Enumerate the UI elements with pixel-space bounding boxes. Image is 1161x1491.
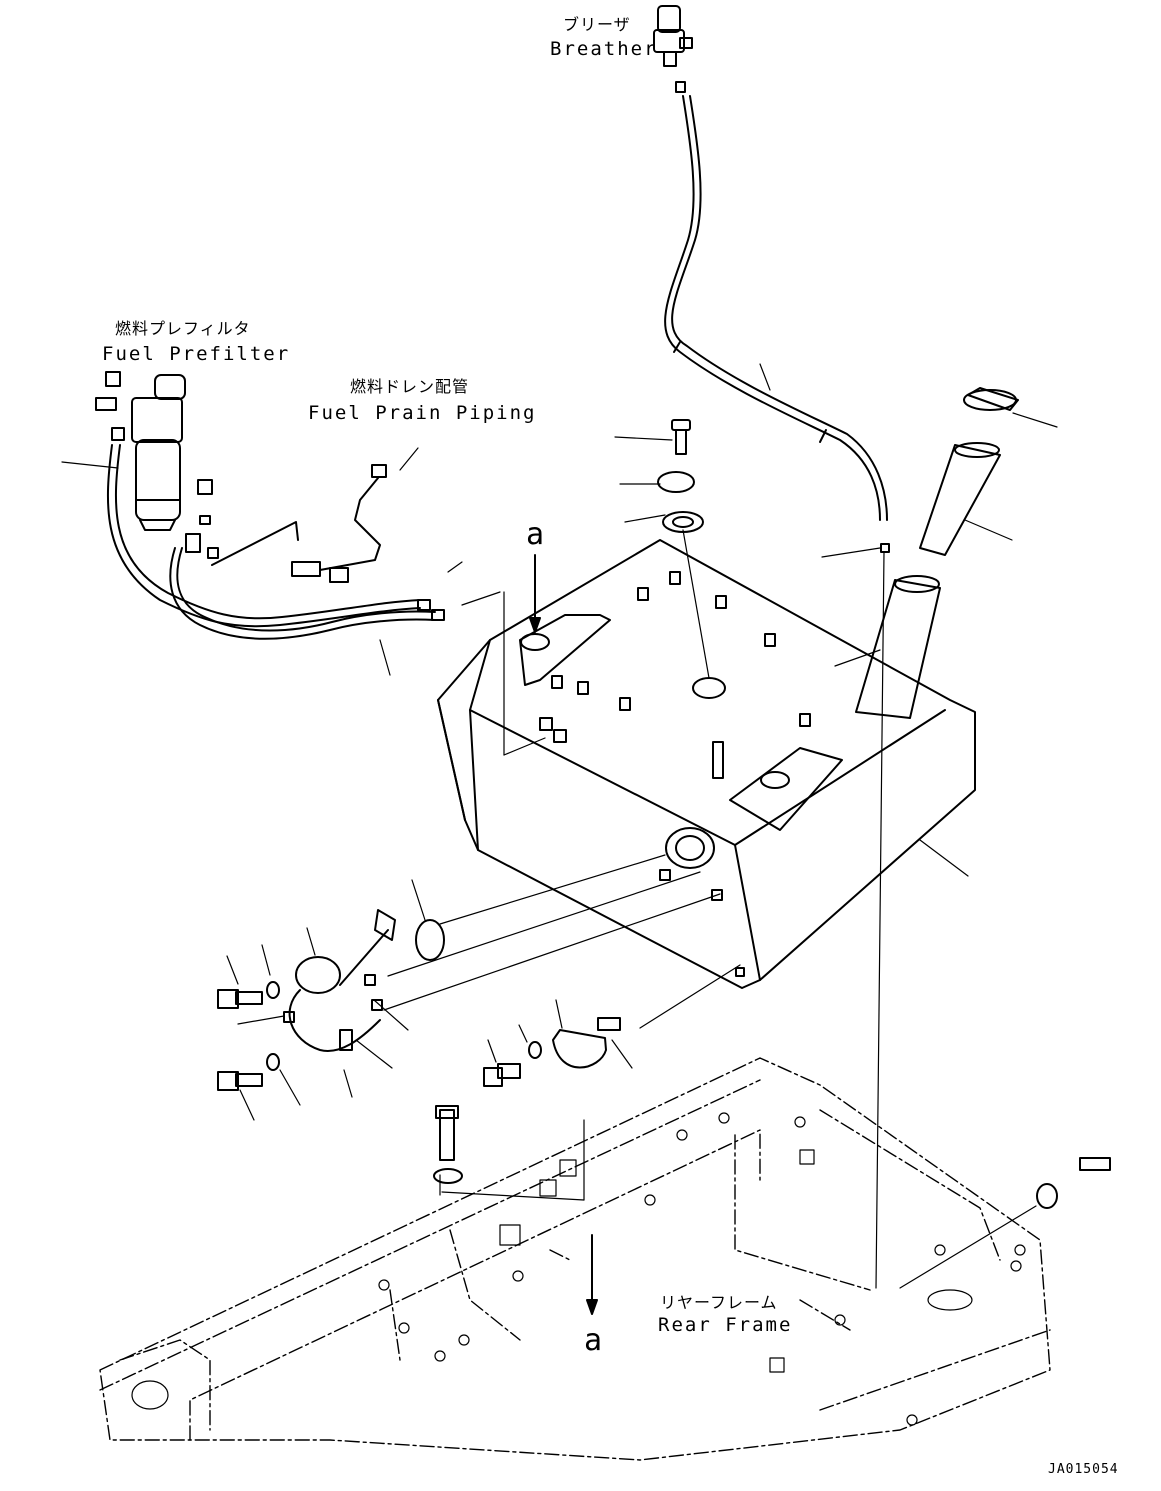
rear-frame-details xyxy=(131,1112,1026,1426)
frame-label-en: Rear Frame xyxy=(658,1314,793,1336)
prefilter-label-jp: 燃料プレフィルタ xyxy=(115,319,251,338)
frame-label-jp: リヤーフレーム xyxy=(660,1293,778,1312)
bolts-and-washers xyxy=(217,981,1111,1209)
fuel-tank xyxy=(437,539,976,989)
view-arrows xyxy=(529,554,598,1315)
rear-frame xyxy=(99,1057,1051,1461)
drain-label-jp: 燃料ドレン配管 xyxy=(350,377,470,396)
view-marker-a-bottom: a xyxy=(584,1323,603,1358)
projection-lines xyxy=(383,529,885,1289)
drain-label-en: Fuel Prain Piping xyxy=(308,402,537,424)
filler-neck xyxy=(855,387,1019,719)
sender-unit-parts xyxy=(283,909,445,1052)
breather-label-jp: ブリーザ xyxy=(563,15,631,34)
fuel-prefilter xyxy=(95,371,219,559)
top-fittings xyxy=(657,419,704,533)
view-marker-a-top: a xyxy=(526,517,545,552)
fuel-drain-piping xyxy=(211,464,387,583)
prefilter-hoses xyxy=(106,444,445,640)
leader-lines xyxy=(61,363,1058,1289)
drawing-code: JA015054 xyxy=(1048,1462,1119,1477)
breather-label-en: Breather xyxy=(550,38,658,60)
prefilter-label-en: Fuel Prefilter xyxy=(102,343,291,365)
breather-assembly xyxy=(653,5,890,553)
